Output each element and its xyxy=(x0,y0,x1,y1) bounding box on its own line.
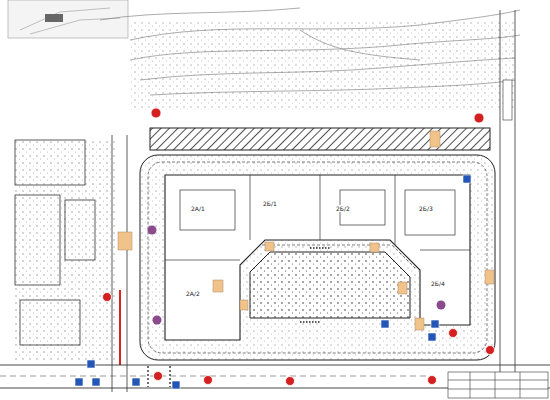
building-label: 2Б/4 xyxy=(430,280,446,287)
building-label: 2Б/3 xyxy=(418,205,434,212)
building-label: 2А/1 xyxy=(190,205,206,212)
building-label: 2Б/1 xyxy=(262,200,278,207)
building-label: 2Б/2 xyxy=(335,205,351,212)
building-label: 2А/2 xyxy=(185,290,201,297)
